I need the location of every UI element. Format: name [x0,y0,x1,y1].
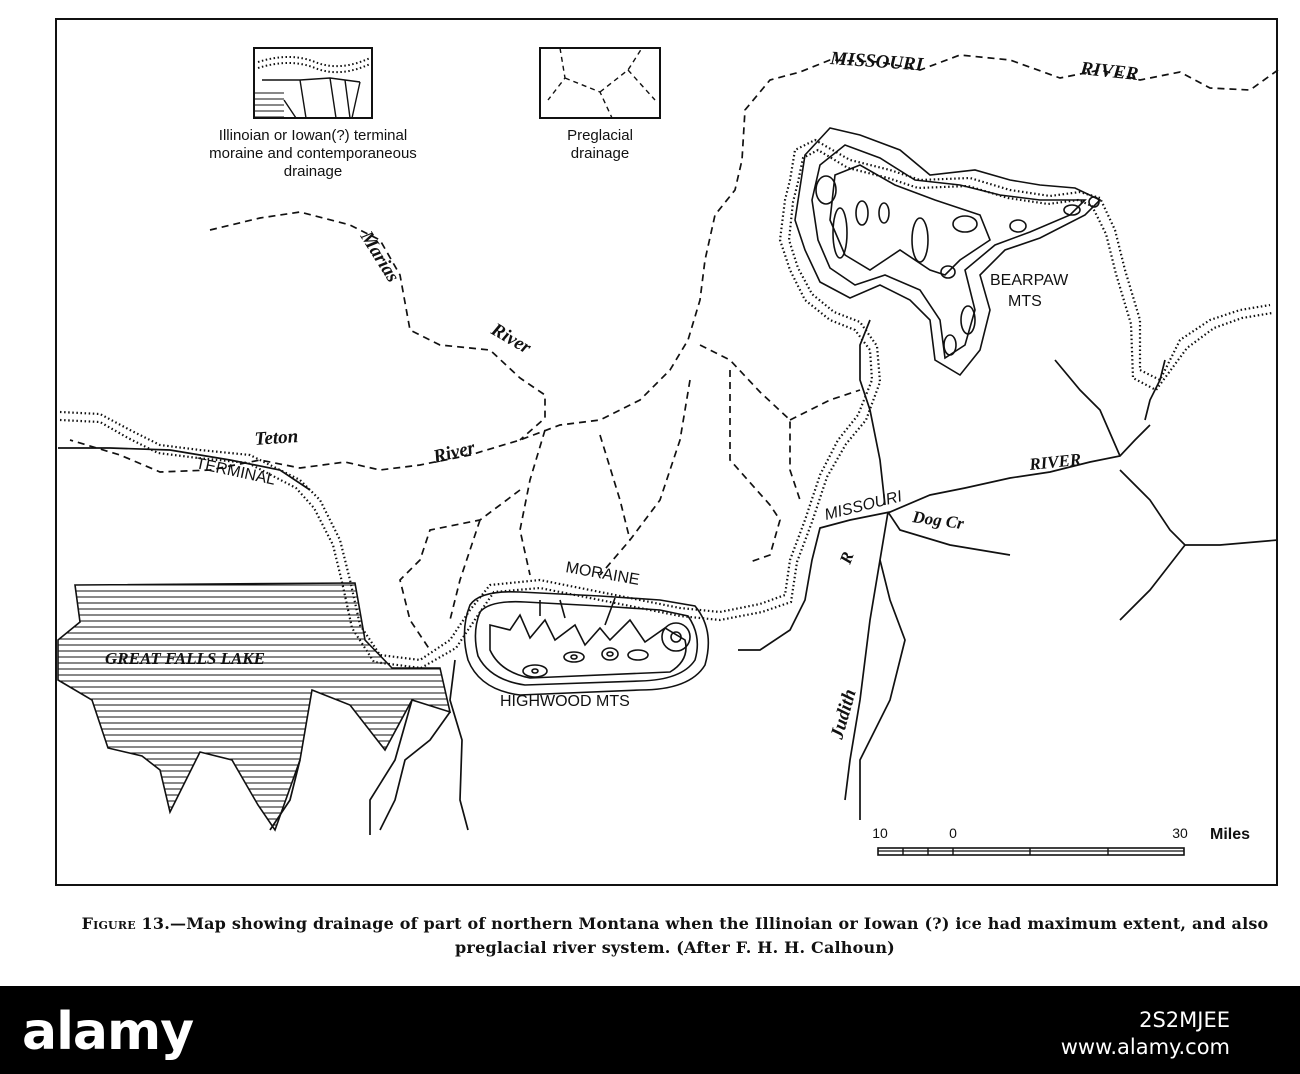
teton-river-label: River [430,437,478,468]
marias-label: Marias [355,227,403,286]
watermark-site: www.alamy.com [1060,1035,1230,1059]
judith-label: Judith [826,687,860,742]
great-falls-lake [57,582,452,832]
contemporaneous-drainage [58,319,1279,835]
scale-label-10: 10 [872,825,888,841]
moraine-label: MORAINE [564,559,640,589]
legend-moraine-line-3: drainage [284,163,342,180]
bearpaw-mts-label: MTS [1008,293,1042,310]
legend-preglacial-line-1: Preglacial [567,127,633,144]
legend-moraine-line-2: moraine and contemporaneous [209,145,417,162]
watermark-image-id: 2S2MJEE [1139,1008,1230,1032]
great-falls-lake-label: GREAT FALLS LAKE [105,649,265,668]
highwood-label: HIGHWOOD MTS [500,693,630,710]
figure-caption: Figure 13.—Map showing drainage of part … [70,912,1280,960]
river-south-label: RIVER [1027,450,1082,474]
dog-cr-label: Dog Cr [910,507,965,533]
legend-preglacial-line-2: drainage [571,145,629,162]
figure-number: Figure 13. [81,914,170,933]
caption-text: —Map showing drainage of part of norther… [170,914,1269,957]
legend-moraine-swatch [253,47,373,119]
legend: Illinoian or Iowan(?) terminal moraine a… [209,47,661,180]
highwood-mountains [463,590,710,696]
scale-bar: 10 0 30 Miles [872,825,1250,856]
bearpaw-label: BEARPAW [990,272,1069,289]
map: Illinoian or Iowan(?) terminal moraine a… [57,47,1279,856]
watermark-bar [0,986,1300,1074]
scale-label-30: 30 [1172,825,1188,841]
watermark-info: 2S2MJEE www.alamy.com [1061,1007,1230,1061]
judith-r-label: R [836,549,858,567]
watermark-logo: alamy [22,1002,194,1062]
missouri-north-label: MISSOURI [829,48,925,76]
preglacial-drainage [69,54,1279,651]
scale-label-0: 0 [949,825,957,841]
missouri-river-south [58,447,311,491]
scale-unit: Miles [1210,826,1250,843]
bearpaw-mountains [794,127,1102,377]
legend-moraine-line-1: Illinoian or Iowan(?) terminal [219,127,407,144]
river-north-label: RIVER [1078,58,1139,85]
legend-preglacial-swatch [539,47,661,119]
missouri-preglacial [69,54,1279,473]
teton-label: Teton [254,426,299,450]
